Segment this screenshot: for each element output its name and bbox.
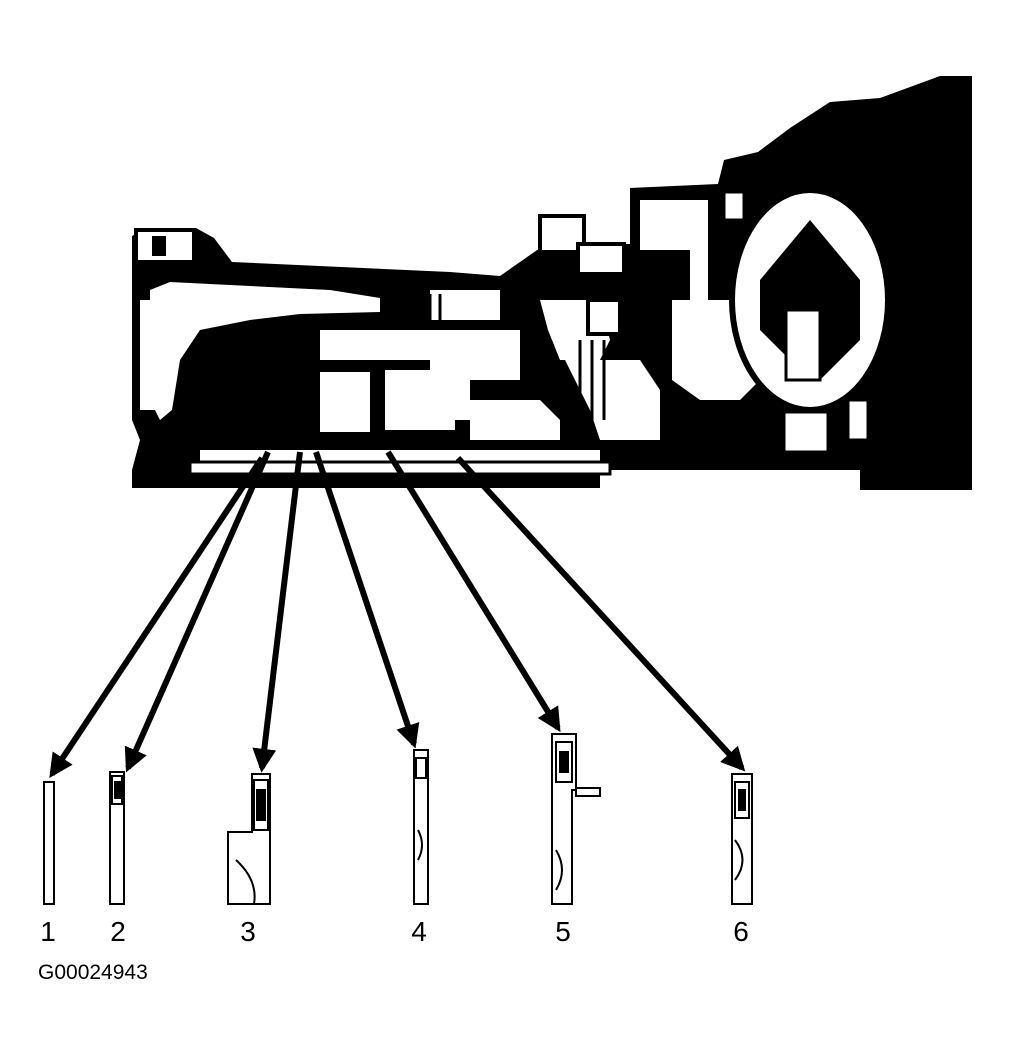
- arrow-2: [124, 450, 271, 773]
- seal-ring-5: [551, 733, 601, 905]
- callout-label-3: 3: [240, 916, 256, 947]
- clutch-plates: [260, 294, 606, 420]
- transmission-assembly: [132, 76, 972, 490]
- seal-ring-3: [227, 773, 271, 905]
- arrow-1: [49, 456, 265, 778]
- seal-ring-2: [109, 771, 125, 905]
- callout-label-1: 1: [40, 916, 56, 947]
- callout-label-5: 5: [555, 916, 571, 947]
- seal-ring-1: [43, 781, 55, 905]
- seal-ring-6: [731, 773, 753, 905]
- figure-id: G00024943: [38, 961, 148, 984]
- seal-ring-4: [413, 749, 429, 905]
- right-connector: [722, 190, 746, 222]
- arrow-5: [385, 450, 561, 733]
- arrow-3: [252, 451, 303, 773]
- arrow-6: [455, 455, 746, 772]
- leader-arrows: [49, 450, 746, 778]
- callout-label-2: 2: [110, 916, 126, 947]
- callout-label-4: 4: [411, 916, 427, 947]
- arrow-4: [313, 451, 420, 749]
- callout-label-6: 6: [733, 916, 749, 947]
